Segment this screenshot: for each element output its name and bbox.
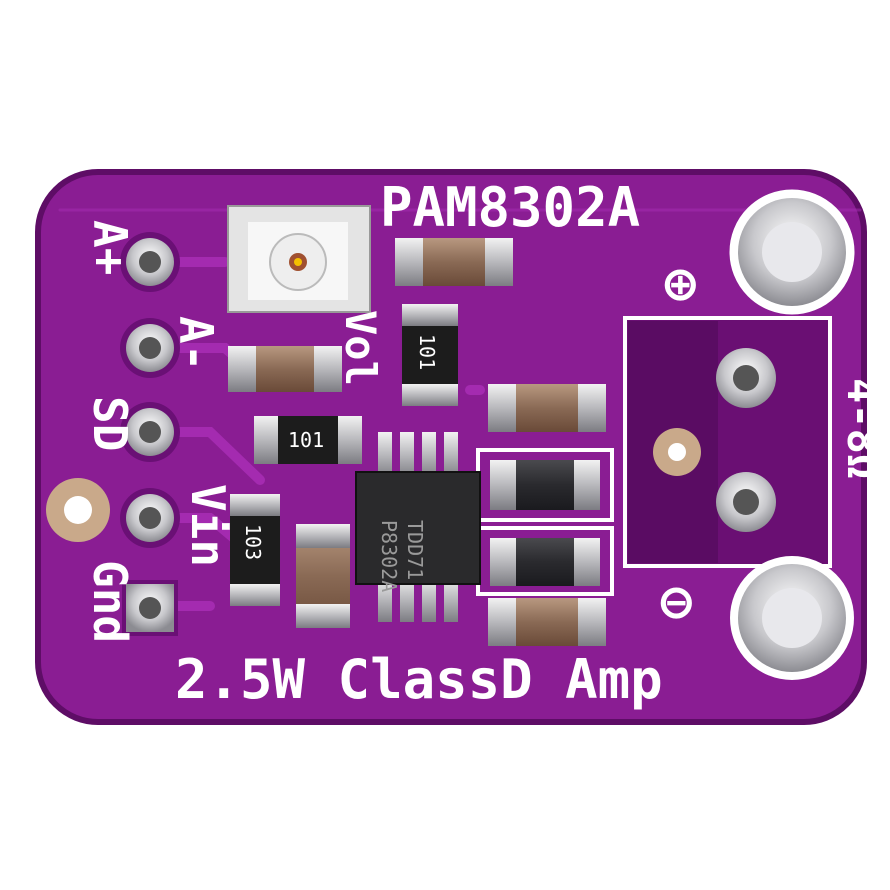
chip-marking-2: TDD71: [403, 520, 427, 580]
resistor-code-1: 101: [415, 334, 439, 370]
pin-label-a-minus: A-: [169, 316, 223, 371]
plus-symbol: ⊕: [664, 252, 697, 315]
minus-symbol: ⊖: [660, 570, 693, 633]
pcb-edge-shadow: [35, 169, 867, 725]
pin-label-sd: SD: [83, 396, 137, 451]
pin-label-vin: Vin: [181, 484, 235, 567]
header-pins: [120, 232, 180, 636]
speaker-mount-holes: [729, 189, 855, 680]
resistor-code-3: 103: [241, 524, 265, 560]
pin-label-a-plus: A+: [83, 220, 137, 275]
amplifier-chip: [355, 432, 481, 622]
resistor-code-2: 101: [288, 428, 324, 452]
speaker-terminal-pads: [653, 348, 776, 532]
ferrite-beads: [476, 448, 614, 596]
smd-components: [228, 238, 606, 646]
pin-label-gnd: Gnd: [83, 560, 137, 643]
volume-potentiometer: [227, 205, 371, 313]
pot-label: Vol: [336, 310, 385, 386]
speaker-impedance-label: 4-8Ω: [838, 378, 887, 479]
chip-marking-1: P8302A: [377, 520, 401, 592]
board-title: PAM8302A: [380, 176, 640, 239]
board-subtitle: 2.5W ClassD Amp: [175, 648, 663, 711]
